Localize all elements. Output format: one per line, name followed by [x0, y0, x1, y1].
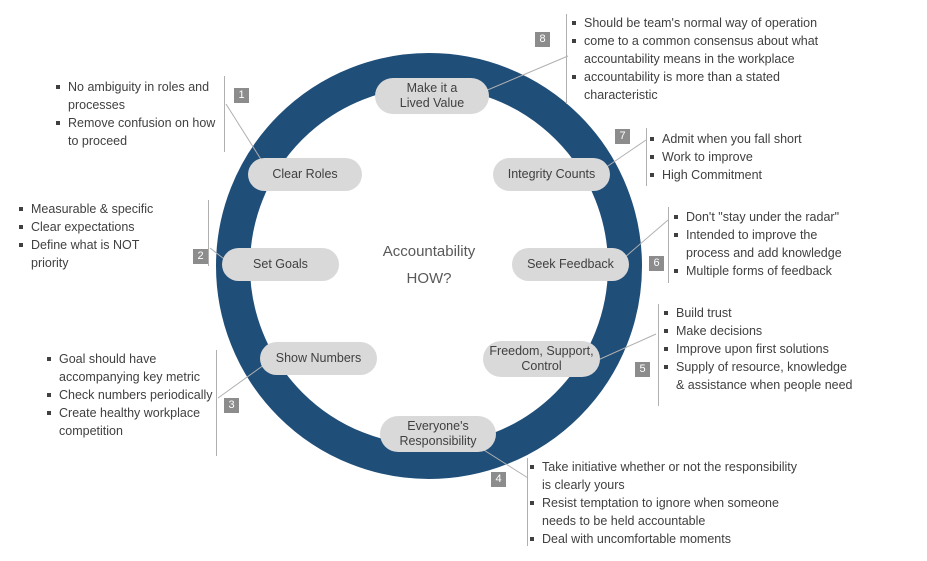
- center-subtitle: HOW?: [406, 270, 452, 287]
- note-item: Take initiative whether or not the respo…: [530, 458, 805, 494]
- note-item: Clear expectations: [19, 218, 179, 236]
- note-item: Should be team's normal way of operation: [572, 14, 842, 32]
- notes-1: No ambiguity in roles and processes Remo…: [56, 78, 221, 150]
- pill-show-numbers: Show Numbers: [260, 342, 377, 375]
- connector-5: [597, 333, 657, 361]
- center-title: Accountability: [382, 243, 476, 260]
- note-item: Check numbers periodically: [47, 386, 215, 404]
- note-item: No ambiguity in roles and processes: [56, 78, 221, 114]
- number-badge-4: 4: [491, 472, 506, 487]
- number-badge-5: 5: [635, 362, 650, 377]
- connector-6: [623, 219, 669, 259]
- bracket-8: [566, 14, 567, 104]
- note-item: Remove confusion on how to proceed: [56, 114, 221, 150]
- note-item: Admit when you fall short: [650, 130, 850, 148]
- connector-7: [601, 139, 647, 171]
- bracket-1: [224, 76, 225, 152]
- bracket-5: [658, 304, 659, 406]
- connector-8: [477, 55, 569, 95]
- note-item: Make decisions: [664, 322, 854, 340]
- note-item: Work to improve: [650, 148, 850, 166]
- connector-1: [225, 103, 263, 162]
- notes-6: Don't "stay under the radar" Intended to…: [674, 208, 859, 280]
- number-badge-3: 3: [224, 398, 239, 413]
- bracket-4: [527, 458, 528, 546]
- number-badge-7: 7: [615, 129, 630, 144]
- note-item: Define what is NOT priority: [19, 236, 179, 272]
- bracket-6: [668, 207, 669, 283]
- notes-5: Build trust Make decisions Improve upon …: [664, 304, 854, 394]
- bracket-3: [216, 350, 217, 456]
- bracket-2: [208, 200, 209, 266]
- notes-4: Take initiative whether or not the respo…: [530, 458, 805, 548]
- note-item: Resist temptation to ignore when someone…: [530, 494, 805, 530]
- notes-7: Admit when you fall short Work to improv…: [650, 130, 850, 184]
- pill-clear-roles: Clear Roles: [248, 158, 362, 191]
- note-item: Goal should have accompanying key metric: [47, 350, 215, 386]
- note-item: Intended to improve the process and add …: [674, 226, 859, 262]
- notes-2: Measurable & specific Clear expectations…: [19, 200, 179, 272]
- pill-everyones-responsibility: Everyone's Responsibility: [380, 416, 496, 452]
- note-item: Don't "stay under the radar": [674, 208, 859, 226]
- bracket-7: [646, 128, 647, 186]
- note-item: Create healthy workplace competition: [47, 404, 215, 440]
- pill-seek-feedback: Seek Feedback: [512, 248, 629, 281]
- number-badge-8: 8: [535, 32, 550, 47]
- note-item: Supply of resource, knowledge & assistan…: [664, 358, 854, 394]
- pill-make-it-a-lived-value: Make it a Lived Value: [375, 78, 489, 114]
- pill-set-goals: Set Goals: [222, 248, 339, 281]
- notes-3: Goal should have accompanying key metric…: [47, 350, 215, 440]
- note-item: come to a common consensus about what ac…: [572, 32, 842, 68]
- number-badge-2: 2: [193, 249, 208, 264]
- pill-freedom-support-control: Freedom, Support, Control: [483, 341, 600, 377]
- number-badge-1: 1: [234, 88, 249, 103]
- note-item: Deal with uncomfortable moments: [530, 530, 805, 548]
- note-item: Improve upon first solutions: [664, 340, 854, 358]
- number-badge-6: 6: [649, 256, 664, 271]
- connector-3: [217, 361, 269, 399]
- note-item: Multiple forms of feedback: [674, 262, 859, 280]
- note-item: High Commitment: [650, 166, 850, 184]
- note-item: Measurable & specific: [19, 200, 179, 218]
- notes-8: Should be team's normal way of operation…: [572, 14, 842, 104]
- note-item: accountability is more than a stated cha…: [572, 68, 842, 104]
- note-item: Build trust: [664, 304, 854, 322]
- pill-integrity-counts: Integrity Counts: [493, 158, 610, 191]
